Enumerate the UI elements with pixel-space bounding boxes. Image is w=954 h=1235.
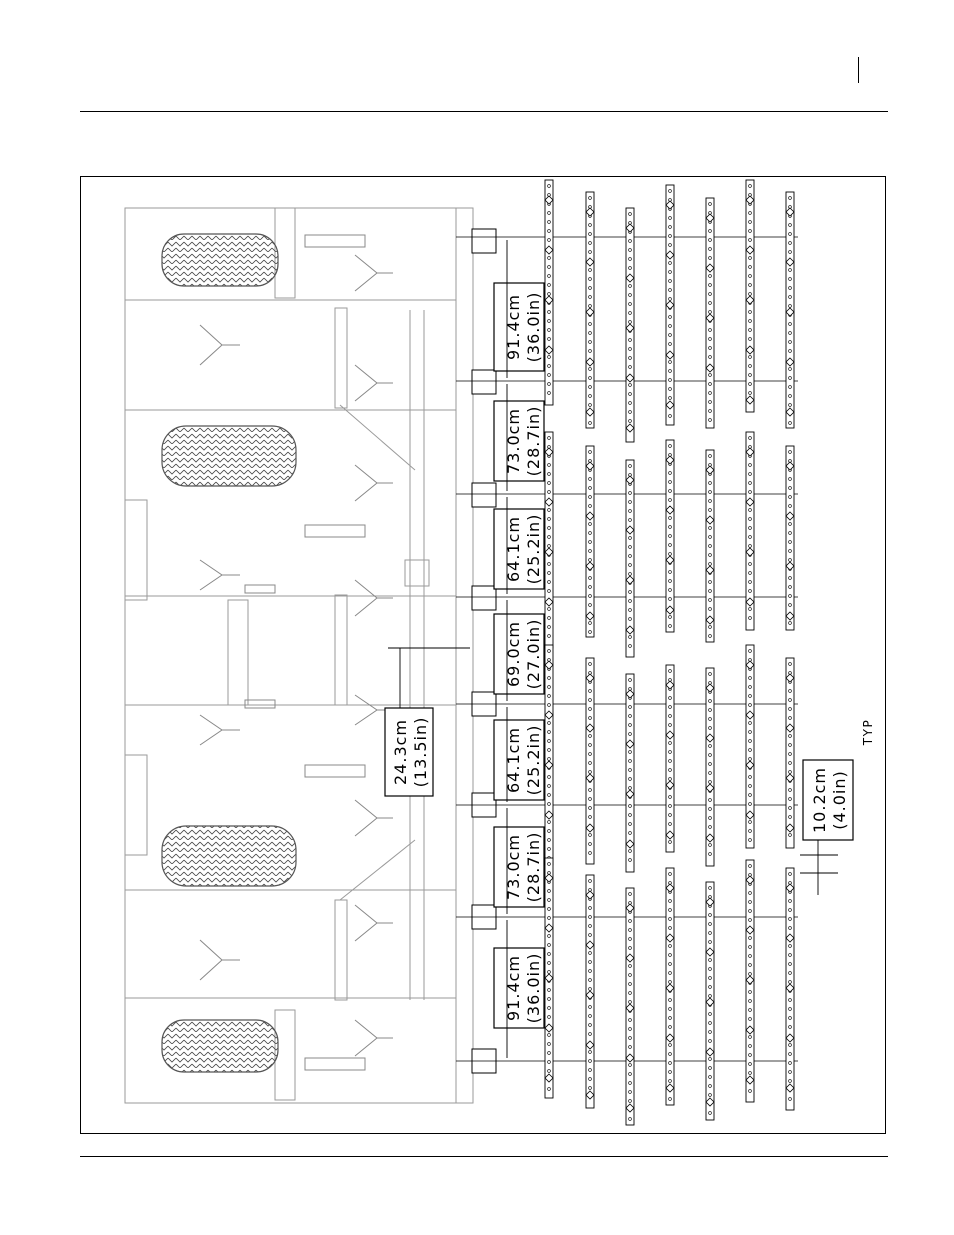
tooth-spacing-label: 10.2cm (4.0in) [810,767,849,833]
tire-4 [162,1020,278,1072]
dim-7-imperial: (36.0in) [524,953,543,1024]
dimension-label-4: 69.0cm (27.0in) [504,619,543,690]
dimension-label-7: 91.4cm (36.0in) [504,953,543,1024]
tooth-bar [666,440,674,632]
shank-assemblies [200,235,393,1070]
dim-1-imperial: (36.0in) [524,292,543,363]
typ-text: TYP [861,719,875,746]
machine-frame [125,208,473,1103]
tooth-spacing-metric: 10.2cm [810,767,829,833]
tooth-bar [586,658,594,864]
tooth-bar [786,446,794,630]
offset-metric: 24.3cm [391,719,410,785]
dim-2-imperial: (28.7in) [524,406,543,477]
tooth-bar [666,665,674,852]
offset-imperial: (13.5in) [411,717,430,788]
dim-3-metric: 64.1cm [504,516,523,582]
spacing-dimensions [385,283,853,1028]
tooth-bar [706,450,714,642]
dimension-label-5: 64.1cm (25.2in) [504,725,543,796]
tire-3 [162,826,296,886]
tooth-spacing-imperial: (4.0in) [830,770,849,830]
tooth-bar [586,446,594,637]
tooth-bar [786,658,794,848]
dimension-label-6: 73.0cm (28.7in) [504,832,543,903]
harrow-tooth-bars [545,180,794,1125]
dimension-label-1: 91.4cm (36.0in) [504,292,543,363]
dim-7-metric: 91.4cm [504,955,523,1021]
dim-1-metric: 91.4cm [504,294,523,360]
dimension-label-3: 64.1cm (25.2in) [504,514,543,585]
dim-2-metric: 73.0cm [504,408,523,474]
dim-4-metric: 69.0cm [504,621,523,687]
offset-dimension-label: 24.3cm (13.5in) [391,717,430,788]
dim-5-imperial: (25.2in) [524,725,543,796]
typ-label: TYP [861,719,875,746]
dim-3-imperial: (25.2in) [524,514,543,585]
tire-2 [162,426,296,486]
dim-6-metric: 73.0cm [504,834,523,900]
dim-4-imperial: (27.0in) [524,619,543,690]
dim-6-imperial: (28.7in) [524,832,543,903]
tooth-bar [545,645,553,865]
dimension-label-2: 73.0cm (28.7in) [504,406,543,477]
front-shanks [472,229,496,1073]
tire-1 [162,234,278,286]
dim-5-metric: 64.1cm [504,727,523,793]
footer-rule [80,1156,888,1157]
tooth-bar [545,432,553,648]
